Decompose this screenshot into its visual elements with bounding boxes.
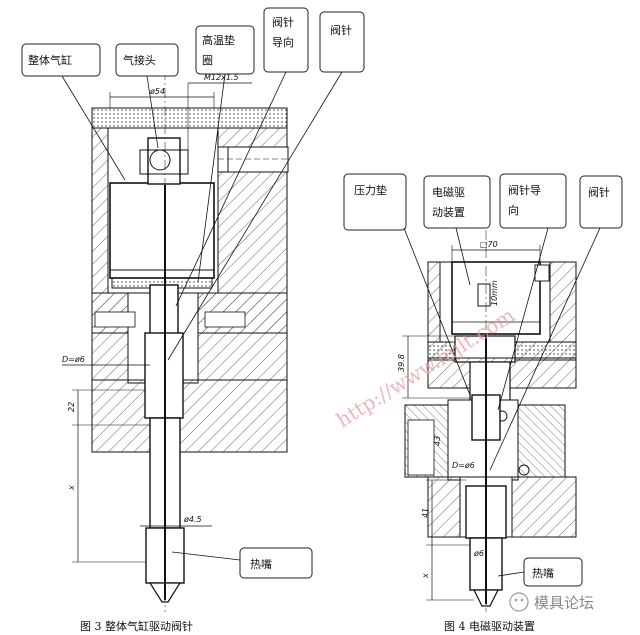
fig3-dim-d54: ø54 [149, 87, 165, 96]
fig4-label-actuator-1: 电磁驱 [432, 186, 465, 199]
fig3-dim-x: x [67, 485, 76, 491]
figure-3: 整体气缸 气接头 高温垫 圈 阀针 导向 阀针 热嘴 ø54 M12x1.5 D… [21, 7, 365, 633]
fig4-dim-d6b: ø6 [473, 549, 484, 558]
fig4-label-guide-1: 阀针导 [508, 183, 541, 197]
fig3-cylinder-body [109, 182, 215, 279]
fig4-label-guide-2: 向 [508, 203, 519, 217]
fig3-label-gasket-2: 圈 [202, 54, 213, 67]
fig4-dim-d70: □70 [480, 240, 498, 249]
fig4-callout-actuator [423, 175, 491, 229]
fig3-label-needle: 阀针 [330, 23, 352, 37]
fig3-label-air-joint: 气接头 [123, 53, 156, 67]
fig4-dim-h398: 39.8 [397, 354, 406, 372]
fig4-label-nozzle: 热嘴 [532, 567, 554, 580]
figure-4: 压力垫 电磁驱 动装置 阀针导 向 阀针 热嘴 □70 10mm 39.8 43… [343, 173, 623, 633]
fig3-callout-needle [319, 11, 365, 73]
watermark-brand: 模具论坛 [509, 592, 594, 612]
wechat-icon [509, 592, 529, 612]
fig4-dim-d6: D=ø6 [452, 461, 475, 470]
fig4-callout-needle [579, 175, 623, 229]
fig4-label-actuator-2: 动装置 [432, 206, 465, 219]
fig3-lower-plate [91, 379, 288, 453]
fig3-callout-nozzle [239, 547, 313, 579]
fig3-label-guide-1: 阀针 [272, 15, 294, 29]
fig3-callout-cylinder [21, 43, 101, 77]
fig3-label-nozzle: 热嘴 [250, 558, 272, 571]
fig3-air-joint [147, 137, 181, 185]
fig4-callout-guide [499, 173, 567, 229]
fig4-label-needle: 阀针 [588, 185, 610, 199]
fig3-label-guide-2: 导向 [272, 35, 294, 49]
fig4-dim-h43: 43 [433, 436, 442, 446]
fig4-dim-x: x [421, 573, 430, 579]
fig4-dim-h41: 41 [421, 508, 430, 518]
fig3-caption: 图 3 整体气缸驱动阀针 [80, 619, 193, 633]
fig3-dim-m12: M12x1.5 [204, 73, 239, 82]
fig4-dim-stroke: 10mm [490, 280, 499, 306]
fig4-callout-pressure-pad [343, 173, 407, 231]
fig4-label-pressure-pad: 压力垫 [354, 183, 387, 197]
fig3-label-gasket-1: 高温垫 [202, 33, 235, 47]
fig3-top-plate [91, 107, 288, 129]
fig3-dim-d6: D=ø6 [62, 355, 85, 364]
fig3-air-channel [217, 146, 289, 173]
fig4-caption: 图 4 电磁驱动装置 [444, 620, 535, 633]
fig3-label-cylinder: 整体气缸 [28, 53, 72, 67]
watermark-brand-text: 模具论坛 [534, 594, 594, 612]
fig3-dim-d45: ø4.5 [183, 515, 202, 524]
fig3-dim-h22: 22 [67, 402, 76, 412]
